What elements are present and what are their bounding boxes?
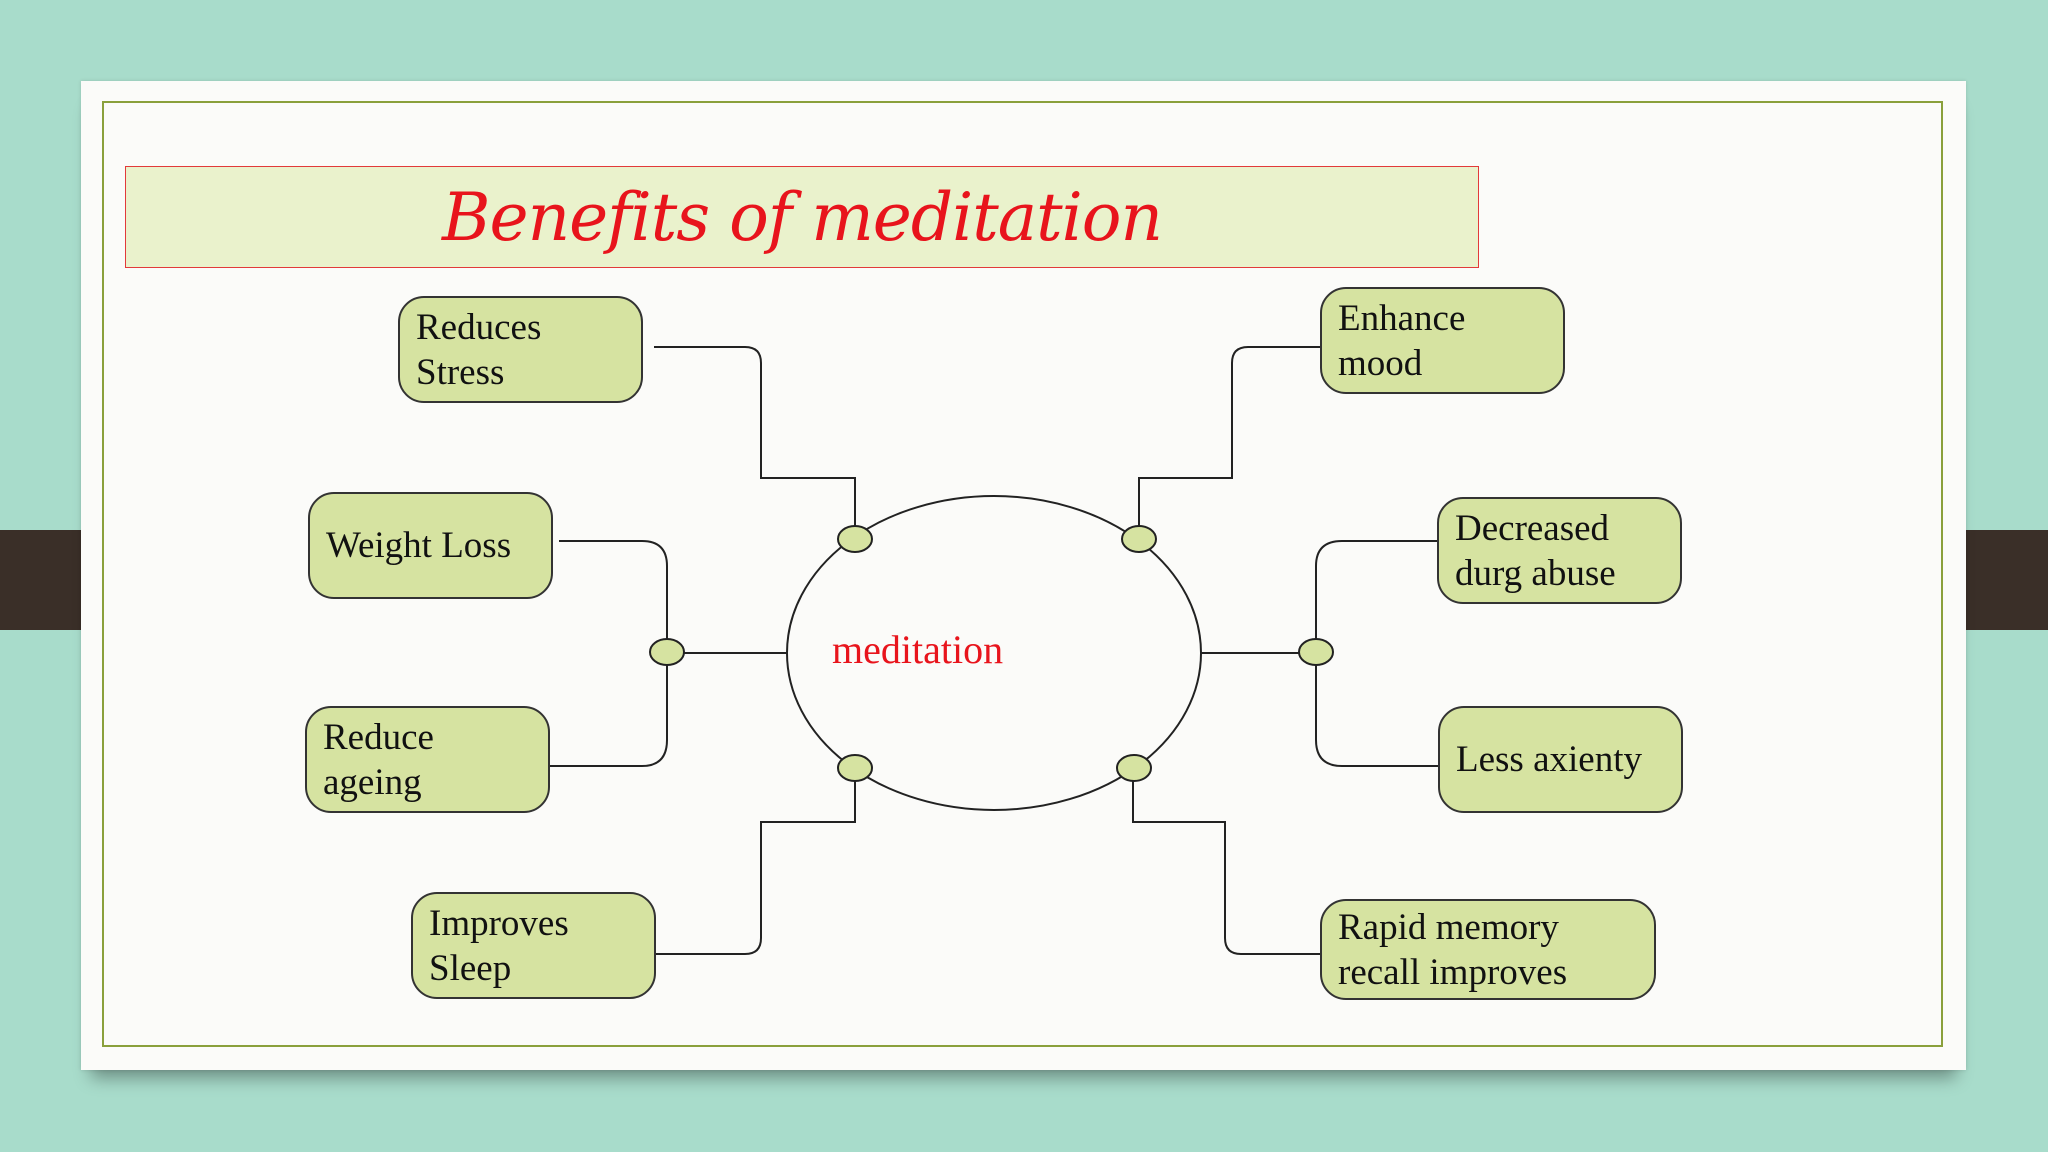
junction-right	[1298, 638, 1334, 666]
node-improves-sleep: Improves Sleep	[411, 892, 656, 999]
title-box: Benefits of meditation	[125, 166, 1479, 268]
page-title: Benefits of meditation	[442, 178, 1163, 256]
connector-enhance-mood	[1138, 346, 1320, 527]
junction-bottom-right	[1116, 754, 1152, 782]
junction-left	[649, 638, 685, 666]
node-rapid-memory: Rapid memory recall improves	[1320, 899, 1656, 1000]
node-label: Improves Sleep	[429, 902, 569, 989]
connector-improves-sleep	[654, 770, 856, 955]
node-label: Rapid memory recall improves	[1338, 906, 1568, 993]
center-label: meditation	[832, 627, 1004, 672]
node-enhance-mood: Enhance mood	[1320, 287, 1565, 394]
node-weight-loss: Weight Loss	[308, 492, 553, 599]
connector-rapid-memory	[1132, 770, 1320, 955]
connector-right-branch	[1315, 540, 1438, 767]
node-decreased-drug-abuse: Decreased durg abuse	[1437, 497, 1682, 604]
node-label: Less axienty	[1456, 739, 1642, 780]
node-reduces-stress: Reduces Stress	[398, 296, 643, 403]
node-label: Decreased durg abuse	[1455, 507, 1616, 594]
node-reduce-ageing: Reduce ageing	[305, 706, 550, 813]
connector-reduces-stress	[654, 346, 856, 527]
node-label: Weight Loss	[326, 525, 512, 566]
junction-bottom-left	[837, 754, 873, 782]
slide-border	[102, 101, 1943, 1047]
node-label: Enhance mood	[1338, 297, 1466, 384]
junction-top-left	[837, 525, 873, 553]
node-label: Reduces Stress	[416, 306, 542, 393]
junction-top-right	[1121, 525, 1157, 553]
node-label: Reduce ageing	[323, 716, 434, 803]
node-less-anxiety: Less axienty	[1438, 706, 1683, 813]
